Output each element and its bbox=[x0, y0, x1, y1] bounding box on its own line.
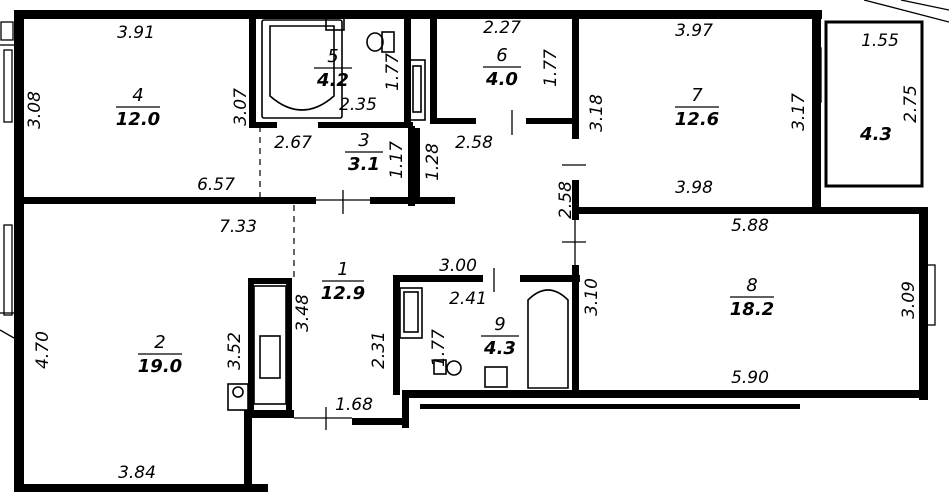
dim-room2-right: 3.52 bbox=[225, 332, 245, 370]
dim-room7-left: 3.18 bbox=[587, 94, 607, 132]
dimension-labels: 3.91 3.08 3.07 6.57 2.35 1.77 2.67 1.17 … bbox=[25, 18, 921, 483]
room-5-number: 5 bbox=[327, 46, 338, 67]
zone-lines bbox=[259, 126, 295, 278]
dim-room8-top: 5.88 bbox=[731, 216, 769, 236]
dim-hall-right: 2.31 bbox=[369, 331, 389, 369]
room-7-area: 12.6 bbox=[675, 109, 719, 130]
room-8-area: 18.2 bbox=[730, 299, 774, 320]
room-7-label: 7 12.6 bbox=[675, 85, 719, 130]
room-2-number: 2 bbox=[154, 332, 165, 353]
room-4-area: 12.0 bbox=[116, 109, 160, 130]
room-4-label: 4 12.0 bbox=[116, 85, 160, 130]
dim-corridor-right: 2.58 bbox=[556, 181, 576, 219]
walls bbox=[14, 10, 928, 492]
room-6-label: 6 4.0 bbox=[483, 45, 521, 90]
dim-room8-left: 3.10 bbox=[582, 278, 602, 316]
dim-room3-right: 1.17 bbox=[387, 141, 407, 179]
window-marks bbox=[0, 0, 949, 430]
dim-room4-bottom: 6.57 bbox=[197, 175, 235, 195]
dim-room9-left: 1.77 bbox=[429, 329, 449, 367]
dim-room7-right: 3.17 bbox=[789, 93, 809, 131]
dim-corridor-left: 1.28 bbox=[423, 143, 443, 181]
dim-room8-bottom: 5.90 bbox=[731, 368, 769, 388]
room-1-label: 1 12.9 bbox=[321, 259, 365, 304]
dim-room9-inner: 2.41 bbox=[449, 289, 487, 309]
dim-balcony-top: 1.55 bbox=[861, 31, 899, 51]
room-7-number: 7 bbox=[691, 85, 703, 106]
room-6-area: 4.0 bbox=[485, 69, 518, 90]
dim-room7-bottom: 3.98 bbox=[675, 178, 713, 198]
dim-room7-top: 3.97 bbox=[675, 21, 713, 41]
room-8-label: 8 18.2 bbox=[730, 275, 774, 320]
room-5-area: 4.2 bbox=[316, 70, 349, 91]
dim-room3-top: 2.67 bbox=[274, 133, 312, 153]
room-5-label: 5 4.2 bbox=[314, 46, 352, 91]
room-1-number: 1 bbox=[337, 259, 348, 280]
dim-room6-top: 2.27 bbox=[483, 18, 521, 38]
fixtures bbox=[227, 15, 569, 411]
dim-room5-right: 1.77 bbox=[383, 53, 403, 91]
dim-room4-top: 3.91 bbox=[117, 23, 155, 43]
room-3-area: 3.1 bbox=[348, 154, 380, 175]
dim-hall-left: 3.48 bbox=[293, 294, 313, 332]
dim-room8-right: 3.09 bbox=[899, 281, 919, 319]
balcony-label: 4.3 bbox=[859, 124, 892, 145]
room-4-number: 4 bbox=[132, 85, 143, 106]
room-2-area: 19.0 bbox=[138, 356, 182, 377]
room-9-number: 9 bbox=[494, 314, 505, 335]
dim-room5-bottom: 2.35 bbox=[339, 95, 377, 115]
dim-room9-top: 3.00 bbox=[439, 256, 477, 276]
dim-room2-left: 4.70 bbox=[33, 331, 53, 369]
room-9-label: 9 4.3 bbox=[481, 314, 519, 359]
dim-corridor-top: 2.58 bbox=[455, 133, 493, 153]
room-3-label: 3 3.1 bbox=[345, 130, 383, 175]
balcony-area: 4.3 bbox=[859, 124, 892, 145]
room-9-area: 4.3 bbox=[483, 338, 516, 359]
room-8-number: 8 bbox=[746, 275, 757, 296]
dim-room4-right: 3.07 bbox=[231, 88, 251, 126]
room-2-label: 2 19.0 bbox=[138, 332, 182, 377]
dim-room6-right: 1.77 bbox=[541, 49, 561, 87]
room-3-number: 3 bbox=[358, 130, 369, 151]
dim-entry: 1.68 bbox=[335, 395, 373, 415]
dim-balcony-right: 2.75 bbox=[901, 85, 921, 123]
room-1-area: 12.9 bbox=[321, 283, 365, 304]
dim-room2-top: 7.33 bbox=[219, 217, 257, 237]
dim-room4-left: 3.08 bbox=[25, 91, 45, 129]
room-6-number: 6 bbox=[496, 45, 507, 66]
dim-room2-bottom: 3.84 bbox=[118, 463, 156, 483]
room-labels: 1 12.9 2 19.0 3 3.1 4 12.0 5 4.2 6 4.0 bbox=[116, 45, 892, 377]
